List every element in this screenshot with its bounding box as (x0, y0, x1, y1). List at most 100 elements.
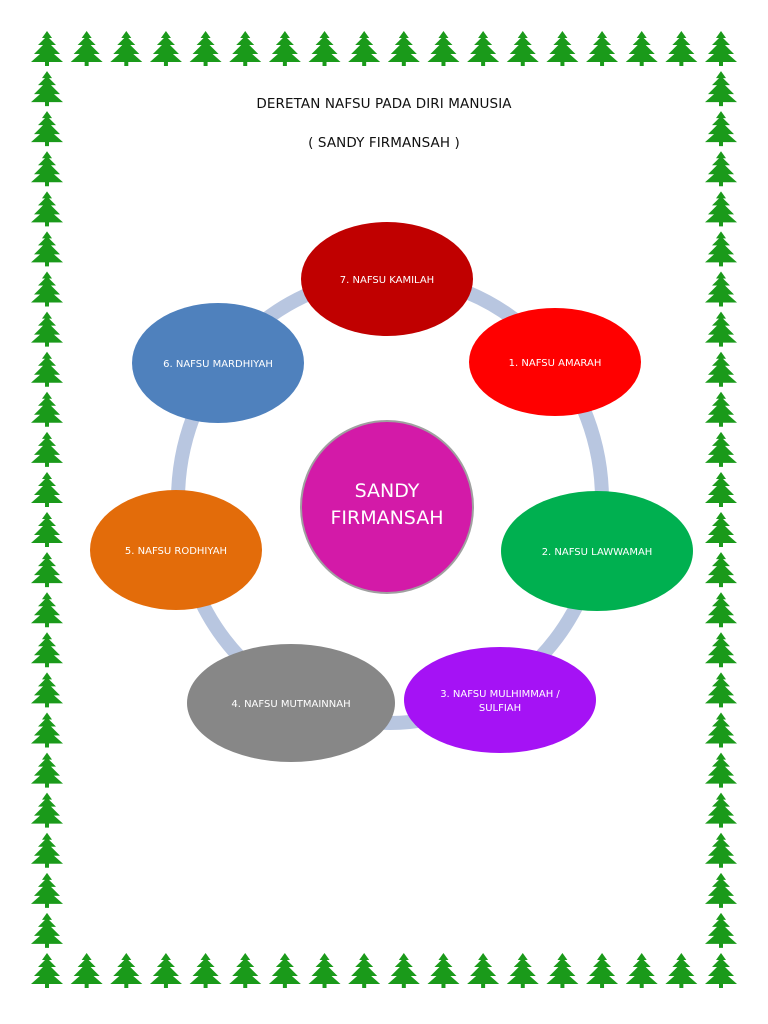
pine-tree-icon (705, 391, 737, 427)
pine-tree-icon (467, 953, 500, 988)
pine-tree-icon (387, 31, 420, 66)
node-7-label: 7. NAFSU KAMILAH (340, 275, 434, 286)
center-circle: SANDY FIRMANSAH (300, 420, 474, 594)
pine-tree-icon (705, 512, 737, 548)
pine-tree-icon (31, 71, 63, 107)
pine-tree-icon (31, 351, 63, 387)
node-3-shape (404, 647, 596, 753)
pine-tree-icon (546, 31, 579, 66)
pine-tree-icon (705, 271, 737, 307)
pine-tree-icon (31, 151, 63, 187)
pine-tree-icon (110, 953, 143, 988)
node-7: 7. NAFSU KAMILAH (301, 222, 473, 336)
pine-tree-icon (149, 31, 182, 66)
node-3-label: 3. NAFSU MULHIMMAH / (440, 689, 560, 700)
pine-tree-icon (705, 752, 737, 788)
pine-tree-icon (31, 752, 63, 788)
pine-tree-icon (31, 191, 63, 227)
pine-tree-icon (348, 31, 381, 66)
pine-tree-icon (705, 311, 737, 347)
center-circle-shape (300, 420, 474, 594)
node-6-label: 6. NAFSU MARDHIYAH (163, 359, 273, 370)
pine-tree-icon (31, 231, 63, 267)
node-2-shape (501, 491, 693, 611)
pine-tree-icon (189, 953, 222, 988)
pine-tree-icon (31, 632, 63, 668)
pine-tree-icon (31, 471, 63, 507)
node-2-label: 2. NAFSU LAWWAMAH (542, 547, 653, 558)
pine-tree-icon (705, 111, 737, 147)
pine-tree-icon (31, 672, 63, 708)
pine-tree-icon (625, 953, 658, 988)
pine-tree-icon (31, 431, 63, 467)
node-2: 2. NAFSU LAWWAMAH (501, 491, 693, 611)
pine-tree-icon (31, 712, 63, 748)
pine-tree-icon (625, 31, 658, 66)
pine-tree-icon (70, 953, 103, 988)
pine-tree-icon (31, 832, 63, 868)
node-3: 3. NAFSU MULHIMMAH / SULFIAH (404, 647, 596, 753)
document-title: DERETAN NAFSU PADA DIRI MANUSIA (256, 96, 512, 112)
node-1: 1. NAFSU AMARAH (469, 308, 641, 416)
pine-tree-icon (70, 31, 103, 66)
pine-tree-icon (31, 512, 63, 548)
pine-tree-icon (665, 953, 698, 988)
pine-tree-icon (31, 592, 63, 628)
pine-tree-icon (705, 191, 737, 227)
pine-tree-icon (705, 71, 737, 107)
node-6: 6. NAFSU MARDHIYAH (132, 303, 304, 423)
pine-tree-icon (705, 31, 737, 66)
node-7-shape (301, 222, 473, 336)
pine-tree-icon (705, 632, 737, 668)
pine-tree-icon (705, 592, 737, 628)
pine-tree-icon (705, 231, 737, 267)
pine-tree-icon (308, 31, 341, 66)
pine-tree-icon (31, 792, 63, 828)
pine-tree-icon (31, 271, 63, 307)
pine-tree-icon (31, 31, 63, 66)
pine-tree-icon (705, 552, 737, 588)
node-6-shape (132, 303, 304, 423)
pine-tree-icon (229, 31, 262, 66)
pine-tree-icon (31, 953, 63, 988)
pine-tree-icon (586, 31, 619, 66)
node-5-shape (90, 490, 262, 610)
node-4-label: 4. NAFSU MUTMAINNAH (231, 699, 350, 710)
pine-tree-icon (506, 953, 539, 988)
pine-tree-icon (705, 471, 737, 507)
pine-tree-icon (31, 111, 63, 147)
node-5: 5. NAFSU RODHIYAH (90, 490, 262, 610)
pine-tree-icon (705, 792, 737, 828)
pine-tree-icon (31, 912, 63, 948)
pine-tree-icon (31, 311, 63, 347)
pine-tree-icon (268, 953, 301, 988)
pine-tree-icon (110, 31, 143, 66)
pine-tree-icon (705, 151, 737, 187)
pine-tree-icon (229, 953, 262, 988)
node-5-label: 5. NAFSU RODHIYAH (125, 546, 227, 557)
pine-tree-icon (705, 351, 737, 387)
pine-tree-icon (546, 953, 579, 988)
pine-tree-icon (705, 431, 737, 467)
node-3-label: SULFIAH (479, 703, 521, 714)
pine-tree-icon (506, 31, 539, 66)
pine-tree-icon (705, 912, 737, 948)
pine-tree-icon (705, 832, 737, 868)
pine-tree-icon (189, 31, 222, 66)
pine-tree-icon (665, 31, 698, 66)
node-4-shape (187, 644, 395, 762)
pine-tree-icon (308, 953, 341, 988)
pine-tree-icon (705, 712, 737, 748)
center-label-line-2: FIRMANSAH (330, 507, 443, 529)
pine-tree-icon (31, 872, 63, 908)
node-1-label: 1. NAFSU AMARAH (509, 358, 602, 369)
pine-tree-icon (268, 31, 301, 66)
pine-tree-icon (705, 953, 737, 988)
pine-tree-icon (31, 552, 63, 588)
center-label-line-1: SANDY (355, 480, 420, 502)
pine-tree-icon (149, 953, 182, 988)
pine-tree-icon (31, 391, 63, 427)
